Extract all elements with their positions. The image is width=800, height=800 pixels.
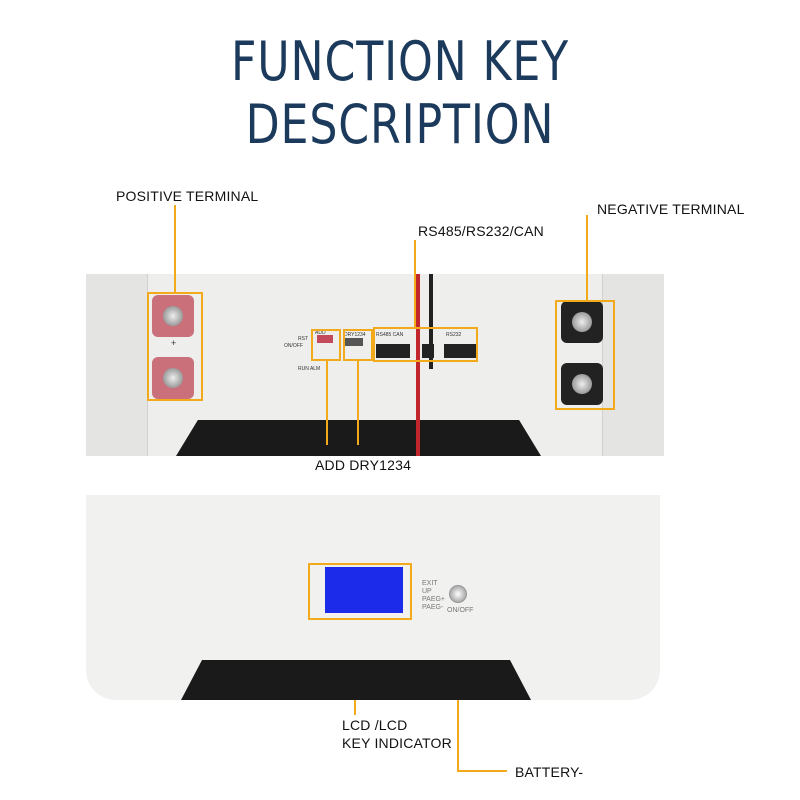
- lcd-highlight: [308, 563, 412, 620]
- key-exit[interactable]: EXIT: [422, 580, 438, 587]
- add-dry-label: ADD DRY1234: [315, 457, 412, 473]
- rs232-port: [422, 344, 434, 358]
- rs485-can-port: [376, 344, 410, 358]
- positive-terminal: [152, 295, 194, 337]
- add-leader: [326, 361, 328, 445]
- lcd-screen: [325, 567, 403, 613]
- positive-leader: [174, 205, 176, 293]
- add-text: ADD: [315, 330, 326, 336]
- front-handle-recess: [181, 660, 531, 700]
- positive-terminal-highlight: [147, 292, 203, 401]
- onoff-text: ON/OFF: [284, 343, 303, 349]
- battery-front-panel: [86, 495, 660, 700]
- dry-leader: [357, 361, 359, 445]
- lcd-label-1: LCD /LCD: [342, 717, 408, 733]
- dry-text: DRY1234: [344, 332, 366, 338]
- dry-highlight: [343, 329, 373, 361]
- switch-leader-h: [457, 770, 507, 772]
- rst-text: RST: [298, 336, 308, 342]
- power-text: ON/OFF: [447, 607, 474, 614]
- positive-terminal-lower: [152, 357, 194, 399]
- runalm-text: RUN ALM: [298, 366, 321, 372]
- key-page-down[interactable]: PAEG-: [422, 604, 444, 611]
- power-button[interactable]: [449, 585, 467, 603]
- rs232-port-2: [444, 344, 476, 358]
- lcd-label-2: KEY INDICATOR: [342, 735, 452, 751]
- comm-ports-label: RS485/RS232/CAN: [418, 223, 544, 239]
- negative-terminal: [561, 301, 603, 343]
- comm-leader: [414, 240, 416, 328]
- rs485can-text: RS485 CAN: [376, 332, 404, 338]
- key-up[interactable]: UP: [422, 588, 432, 595]
- plus-text: +: [171, 338, 177, 348]
- negative-terminal-highlight: [555, 300, 615, 410]
- battery-switch-label: BATTERY-: [515, 764, 584, 780]
- negative-terminal-label: NEGATIVE TERMINAL: [597, 201, 745, 217]
- positive-terminal-label: POSITIVE TERMINAL: [116, 188, 259, 204]
- dry-contact-port: [345, 338, 363, 346]
- key-page-up[interactable]: PAEG+: [422, 596, 446, 603]
- rs232-text: RS232: [446, 332, 462, 338]
- add-dip-switch[interactable]: [317, 335, 333, 343]
- add-highlight: [311, 329, 341, 361]
- page-title: FUNCTION KEY DESCRIPTION: [231, 30, 569, 156]
- negative-leader: [586, 215, 588, 301]
- negative-terminal-lower: [561, 363, 603, 405]
- left-side-panel: [86, 274, 148, 456]
- comm-ports-highlight: [373, 327, 478, 362]
- black-cable: [429, 274, 433, 369]
- right-side-panel: [602, 274, 664, 456]
- red-cable: [416, 274, 420, 456]
